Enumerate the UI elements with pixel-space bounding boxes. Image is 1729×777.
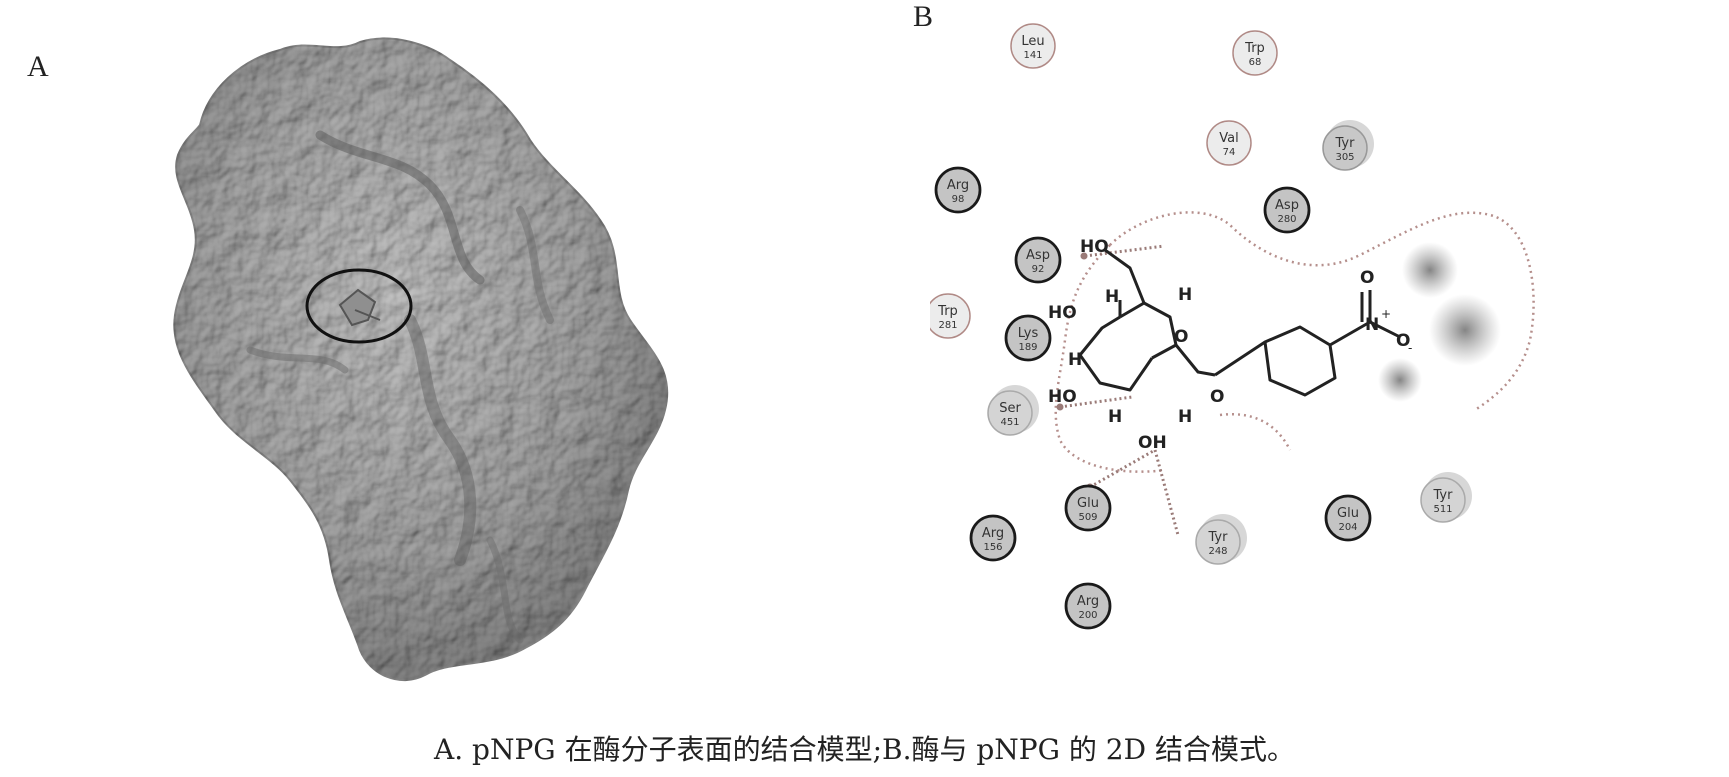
nitro-o2-exposure: [1429, 294, 1501, 366]
residue-number: 281: [938, 320, 957, 331]
atom-ho-left: HO: [1048, 303, 1077, 323]
hbond-lines: [1059, 244, 1180, 536]
residue-name: Trp: [1244, 41, 1265, 56]
residue-number: 74: [1223, 147, 1236, 158]
residue-number: 248: [1208, 546, 1227, 557]
residue-name: Glu: [1337, 506, 1359, 521]
residue-disc: [930, 293, 971, 339]
interaction-diagram-2d: HO HO HO OH O O H H H H H N + O O - Leu1…: [930, 23, 1535, 630]
atom-o-top: O: [1360, 268, 1374, 288]
residue-disc: [1064, 484, 1112, 532]
atom-oh: OH: [1138, 433, 1167, 453]
residue-number: 204: [1338, 522, 1357, 533]
residue-name: Tyr: [1335, 136, 1356, 151]
atom-h-1: H: [1105, 287, 1119, 307]
residue-name: Tyr: [1433, 488, 1454, 503]
binding-site-circle: [305, 268, 413, 344]
ligand-in-pocket: [338, 288, 381, 327]
figure-caption: A. pNPG 在酶分子表面的结合模型;B.酶与 pNPG 的 2D 结合模式。: [434, 733, 1295, 766]
residue-number: 305: [1335, 152, 1354, 163]
residue-number: 68: [1249, 57, 1262, 68]
residue-number: 451: [1000, 417, 1019, 428]
atom-o-right: O: [1396, 331, 1410, 351]
residue-name: Arg: [947, 178, 969, 193]
residue-disc: [1195, 519, 1241, 565]
residue-disc: [1010, 23, 1056, 69]
atom-ring-o: O: [1174, 327, 1188, 347]
residue-name: Lys: [1018, 326, 1039, 341]
residue-number: 509: [1078, 512, 1097, 523]
residue-disc: [1322, 125, 1368, 171]
residue-name: Arg: [982, 526, 1004, 541]
residue-name: Asp: [1275, 198, 1299, 213]
residue-name: Arg: [1077, 594, 1099, 609]
residue-disc: [969, 514, 1017, 562]
residue-disc: [1420, 477, 1466, 523]
ligand-bonds: [1078, 248, 1401, 397]
nitro-o-exposure: [1402, 242, 1458, 298]
atom-ho-top: HO: [1080, 237, 1109, 257]
atom-ho-bottom: HO: [1048, 387, 1077, 407]
panel-a-label: A: [27, 50, 49, 83]
atom-h-3: H: [1068, 350, 1082, 370]
atom-ether-o: O: [1210, 387, 1224, 407]
residue-number: 200: [1078, 610, 1097, 621]
ring-exposure: [1378, 358, 1422, 402]
atom-h-4: H: [1108, 407, 1122, 427]
atom-o-charge: -: [1408, 341, 1412, 355]
residue-disc: [1004, 314, 1052, 362]
residue-name: Ser: [999, 401, 1021, 416]
residue-disc: [1324, 494, 1372, 542]
residue-number: 280: [1277, 214, 1296, 225]
residue-name: Tyr: [1208, 530, 1229, 545]
residue-number: 189: [1018, 342, 1037, 353]
residue-name: Leu: [1021, 34, 1044, 49]
residue-number: 98: [952, 194, 965, 205]
residue-number: 92: [1032, 264, 1045, 275]
residue-disc: [1064, 582, 1112, 630]
surface-blob: [173, 37, 669, 682]
atom-h-2: H: [1178, 285, 1192, 305]
residue-name: Asp: [1026, 248, 1050, 263]
residue-number: 156: [983, 542, 1002, 553]
residue-name: Val: [1219, 131, 1238, 146]
residue-number: 141: [1023, 50, 1042, 61]
residue-disc: [934, 166, 982, 214]
residue-name: Trp: [937, 304, 958, 319]
atom-h-5: H: [1178, 407, 1192, 427]
residue-number: 511: [1433, 504, 1452, 515]
atom-n-charge: +: [1381, 307, 1391, 321]
residue-disc: [1206, 120, 1252, 166]
residue-disc: [1263, 186, 1311, 234]
residue-disc: [987, 390, 1033, 436]
atom-n: N: [1365, 315, 1379, 335]
residue-disc: [1232, 30, 1278, 76]
residue-disc: [1014, 236, 1062, 284]
residue-name: Glu: [1077, 496, 1099, 511]
protein-surface-model: [173, 37, 669, 682]
panel-b-label: B: [913, 0, 934, 33]
